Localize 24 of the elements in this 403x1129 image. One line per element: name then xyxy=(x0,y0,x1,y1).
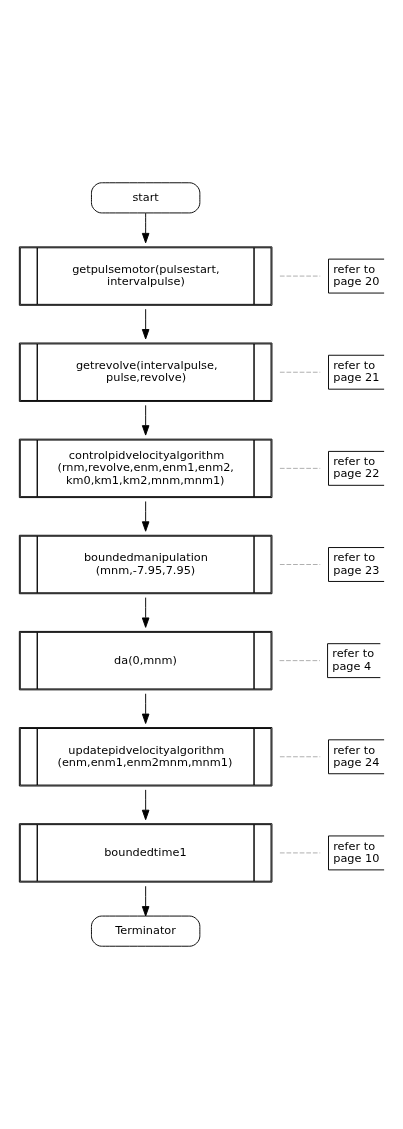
arrow xyxy=(141,789,150,821)
arrow xyxy=(141,501,150,532)
connector xyxy=(279,467,321,469)
arrow xyxy=(141,693,150,724)
connector xyxy=(279,756,321,758)
arrow xyxy=(141,308,150,340)
node-box: Terminator xyxy=(91,915,201,947)
node-text: refer to page 23 xyxy=(333,551,380,577)
connector xyxy=(279,852,321,854)
connector xyxy=(279,371,321,373)
arrow xyxy=(141,597,150,628)
node-text: refer to page 10 xyxy=(333,839,380,865)
arrow xyxy=(141,212,150,244)
node-box: start xyxy=(91,182,201,214)
node-text: refer to page 24 xyxy=(333,743,380,769)
arrow xyxy=(141,404,150,436)
arrow xyxy=(141,885,150,917)
connector xyxy=(279,660,321,662)
node-text: refer to page 21 xyxy=(333,359,380,385)
connector xyxy=(279,275,321,277)
node-text: refer to page 20 xyxy=(333,262,380,289)
connector xyxy=(279,564,321,565)
node-text: refer to page 4 xyxy=(332,647,375,673)
node-text: refer to page 22 xyxy=(333,455,380,481)
